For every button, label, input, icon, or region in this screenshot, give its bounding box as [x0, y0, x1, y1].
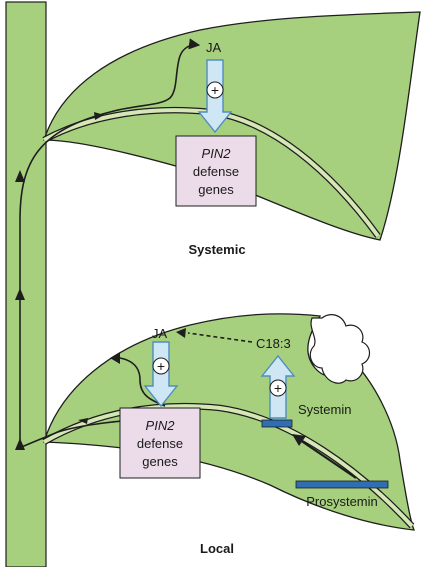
systemin-bar: [261, 419, 293, 428]
prosystemin-bar: [295, 480, 389, 489]
systemic-ja-label: JA: [206, 40, 222, 55]
systemin-plus-circle: [269, 379, 287, 397]
local-ja-label: JA: [152, 326, 168, 341]
local-plus-circle: [152, 357, 170, 375]
stem-arrow-3: [15, 170, 25, 182]
prosystemin-to-systemin-arrow: [299, 439, 357, 479]
local-gene-name: PIN2: [146, 418, 176, 433]
c18-to-ja-dashed-arrow: [187, 332, 253, 343]
local-gene-line3: genes: [142, 454, 178, 469]
plant-stem: [5, 1, 47, 567]
local-gene-box: [119, 407, 201, 479]
prosystemin-arrowhead: [292, 434, 306, 446]
systemin-plus-sign: +: [274, 380, 282, 396]
systemic-gene-name: PIN2: [202, 146, 232, 161]
systemic-caption: Systemic: [188, 242, 245, 257]
local-plus-sign: +: [157, 358, 165, 374]
stem-arrow-1: [15, 438, 25, 450]
signal-path-local-to-systemic: [19, 38, 201, 447]
local-signal-to-ja: [118, 357, 166, 407]
systemic-gene-box: [175, 135, 257, 207]
c18-label: C18:3: [256, 336, 291, 351]
midrib-arrow-local: [78, 418, 88, 424]
stem-arrow-2: [15, 288, 25, 300]
systemin-label: Systemin: [298, 402, 351, 417]
systemic-plus-sign: +: [211, 82, 219, 98]
midrib-arrow-systemic: [94, 112, 104, 120]
prosystemin-label: Prosystemin: [306, 494, 378, 509]
leaf-wound: [309, 314, 371, 384]
local-ja-arrowhead: [110, 352, 120, 364]
local-gene-line2: defense: [137, 436, 183, 451]
systemic-gene-line2: defense: [193, 164, 239, 179]
systemic-gene-line3: genes: [198, 182, 234, 197]
local-caption: Local: [200, 541, 234, 556]
systemic-plus-circle: [206, 81, 224, 99]
c18-to-ja-arrowhead: [176, 328, 186, 338]
